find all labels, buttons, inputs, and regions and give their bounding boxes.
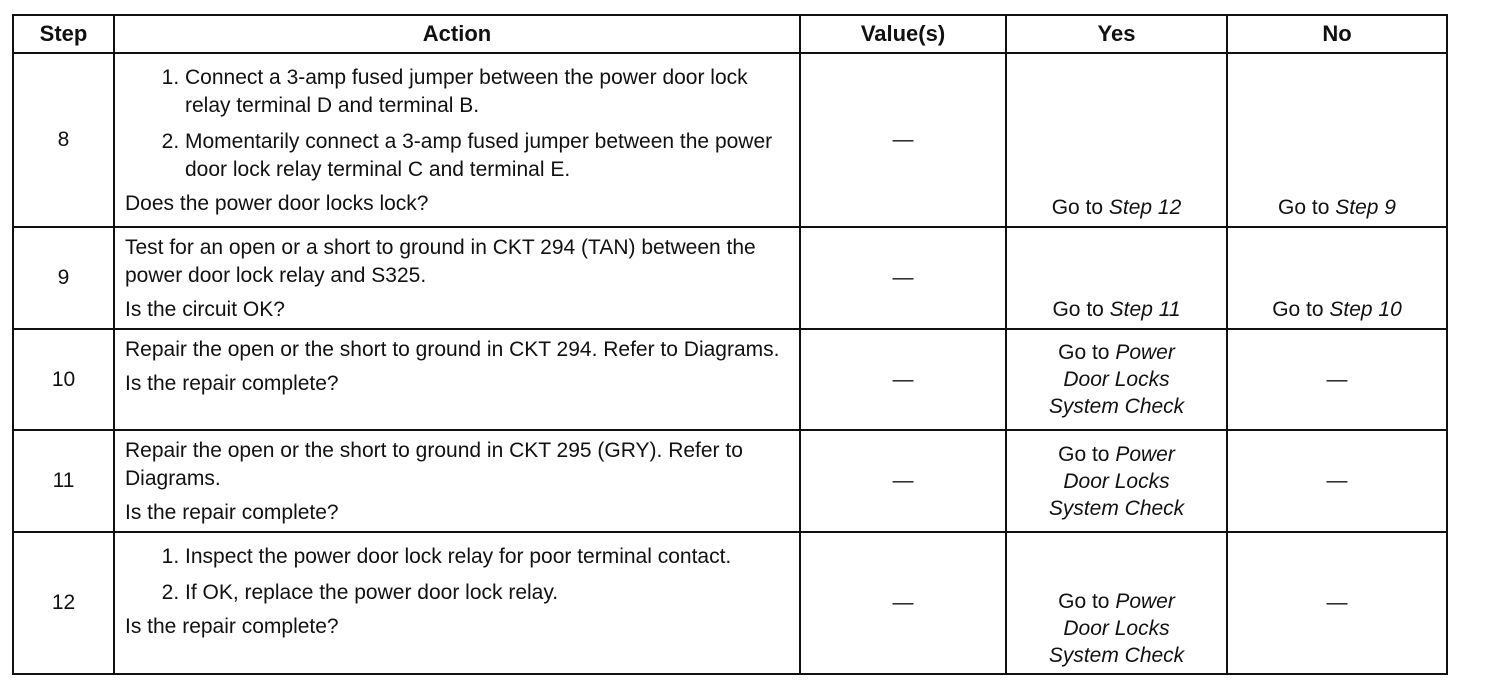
- action-text: Repair the open or the short to ground i…: [125, 439, 743, 490]
- header-yes: Yes: [1005, 14, 1228, 54]
- action-question: Is the repair complete?: [125, 501, 339, 524]
- yes-target-link[interactable]: Power: [1115, 590, 1175, 613]
- step-number: 9: [12, 226, 115, 330]
- action-cell: Repair the open or the short to ground i…: [113, 429, 801, 533]
- value-cell: —: [799, 531, 1007, 675]
- yes-cell: Go to Power Door Locks System Check: [1005, 328, 1228, 431]
- table-row: 12 Inspect the power door lock relay for…: [12, 531, 1448, 675]
- yes-cell: Go to Step 11: [1005, 226, 1228, 330]
- table-row: 9 Test for an open or a short to ground …: [12, 226, 1448, 330]
- yes-target-link[interactable]: Door Locks: [1063, 469, 1170, 493]
- yes-target-link[interactable]: Step 11: [1109, 298, 1181, 321]
- yes-target-link[interactable]: Power: [1115, 442, 1175, 466]
- action-question: Is the circuit OK?: [125, 298, 285, 321]
- yes-target-link[interactable]: Power: [1115, 341, 1175, 364]
- yes-cell: Go to Power Door Locks System Check: [1005, 531, 1228, 675]
- value-cell: —: [799, 328, 1007, 431]
- value-cell: —: [799, 226, 1007, 330]
- action-question: Is the repair complete?: [125, 615, 339, 638]
- step-number: 12: [12, 531, 115, 675]
- action-item: Momentarily connect a 3-amp fused jumper…: [185, 128, 791, 184]
- no-cell: Go to Step 10: [1226, 226, 1448, 330]
- value-cell: —: [799, 52, 1007, 228]
- yes-cell: Go to Power Door Locks System Check: [1005, 429, 1228, 533]
- action-question: Is the repair complete?: [125, 372, 339, 395]
- action-text: Repair the open or the short to ground i…: [125, 338, 780, 361]
- no-prefix: Go to: [1272, 298, 1330, 321]
- action-text: Test for an open or a short to ground in…: [125, 236, 756, 287]
- step-number: 8: [12, 52, 115, 228]
- yes-target-link[interactable]: Step 12: [1108, 196, 1182, 219]
- diagnostic-table: Step Action Value(s) Yes No 8 Connect a …: [12, 14, 1448, 675]
- header-no: No: [1226, 14, 1448, 54]
- action-item: If OK, replace the power door lock relay…: [185, 579, 791, 607]
- table-row: 11 Repair the open or the short to groun…: [12, 429, 1448, 533]
- yes-prefix: Go to: [1058, 442, 1116, 466]
- header-step: Step: [12, 14, 115, 54]
- action-list: Inspect the power door lock relay for po…: [125, 543, 791, 607]
- yes-prefix: Go to: [1058, 590, 1116, 613]
- yes-target-link[interactable]: Door Locks: [1063, 368, 1170, 391]
- yes-prefix: Go to: [1052, 298, 1110, 321]
- action-list: Connect a 3-amp fused jumper between the…: [125, 64, 791, 184]
- no-cell: —: [1226, 531, 1448, 675]
- yes-target-link[interactable]: System Check: [1048, 395, 1185, 418]
- no-target-link[interactable]: Step 10: [1329, 298, 1402, 321]
- action-cell: Repair the open or the short to ground i…: [113, 328, 801, 431]
- action-item: Connect a 3-amp fused jumper between the…: [185, 64, 791, 120]
- table-row: 10 Repair the open or the short to groun…: [12, 328, 1448, 431]
- header-row: Step Action Value(s) Yes No: [12, 14, 1448, 54]
- action-cell: Inspect the power door lock relay for po…: [113, 531, 801, 675]
- value-cell: —: [799, 429, 1007, 533]
- action-cell: Connect a 3-amp fused jumper between the…: [113, 52, 801, 228]
- no-cell: Go to Step 9: [1226, 52, 1448, 228]
- header-values: Value(s): [799, 14, 1007, 54]
- table-row: 8 Connect a 3-amp fused jumper between t…: [12, 52, 1448, 228]
- no-prefix: Go to: [1278, 196, 1336, 219]
- step-number: 11: [12, 429, 115, 533]
- step-number: 10: [12, 328, 115, 431]
- action-item: Inspect the power door lock relay for po…: [185, 543, 791, 571]
- yes-cell: Go to Step 12: [1005, 52, 1228, 228]
- no-target-link[interactable]: Step 9: [1335, 196, 1396, 219]
- diagnostic-table-container: Step Action Value(s) Yes No 8 Connect a …: [12, 14, 1448, 675]
- yes-target-link[interactable]: Door Locks: [1063, 617, 1170, 640]
- action-question: Does the power door locks lock?: [125, 192, 429, 215]
- yes-target-link[interactable]: System Check: [1048, 496, 1185, 520]
- action-cell: Test for an open or a short to ground in…: [113, 226, 801, 330]
- no-cell: —: [1226, 328, 1448, 431]
- no-cell: —: [1226, 429, 1448, 533]
- yes-target-link[interactable]: System Check: [1048, 644, 1185, 667]
- header-action: Action: [113, 14, 801, 54]
- yes-prefix: Go to: [1051, 196, 1109, 219]
- yes-prefix: Go to: [1058, 341, 1116, 364]
